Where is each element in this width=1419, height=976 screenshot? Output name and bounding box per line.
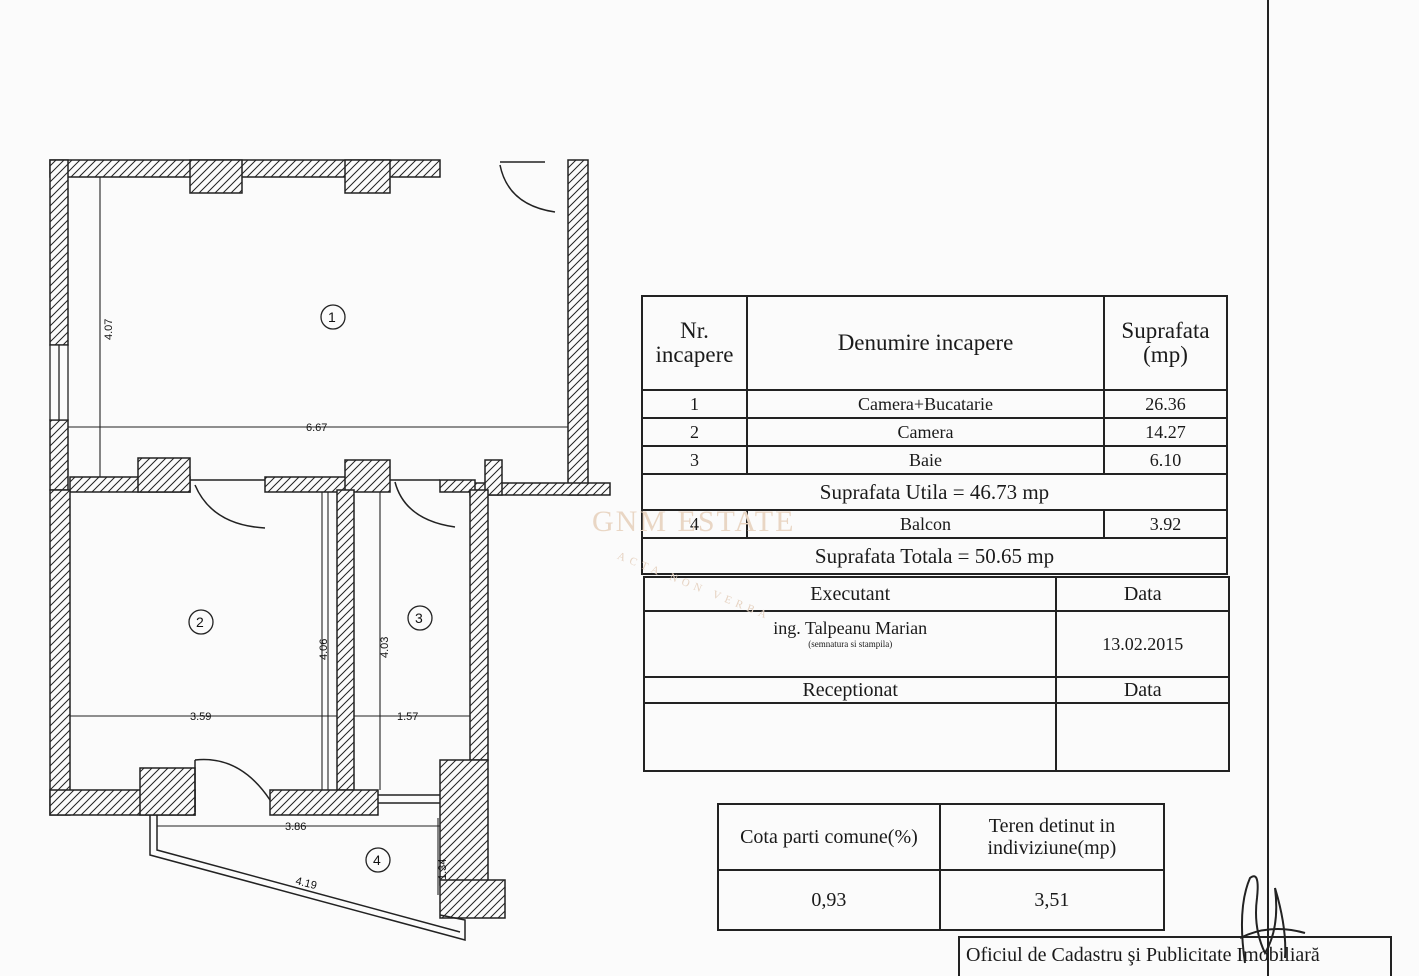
room-marker-2: 2 bbox=[196, 614, 204, 630]
header-nr: Nr. incapere bbox=[641, 295, 748, 391]
room-marker-1: 1 bbox=[328, 309, 336, 325]
cell-name: Camera+Bucatarie bbox=[746, 389, 1105, 419]
cell-area: 3.92 bbox=[1103, 509, 1228, 539]
dim-label: 4.19 bbox=[294, 875, 318, 892]
cota-header: Cota parti comune(%) bbox=[717, 803, 941, 871]
dim-label: 1.34 bbox=[437, 859, 449, 880]
table-row: 4 Balcon 3.92 bbox=[641, 509, 1228, 539]
receptionat-date-cell bbox=[1055, 702, 1230, 772]
header-denumire: Denumire incapere bbox=[746, 295, 1105, 391]
executant-cell: ing. Talpeanu Marian (semnatura si stamp… bbox=[642, 610, 1058, 678]
executant-date: 13.02.2015 bbox=[1055, 610, 1230, 678]
receptionat-signature-cell bbox=[642, 702, 1058, 772]
dim-label: 6.67 bbox=[306, 422, 327, 434]
dim-label: 4.06 bbox=[318, 639, 330, 660]
cell-area: 26.36 bbox=[1103, 389, 1228, 419]
receptionat-data-label: Data bbox=[1055, 676, 1230, 704]
walls bbox=[49, 159, 611, 919]
dim-label: 3.59 bbox=[190, 711, 211, 723]
cell-nr: 4 bbox=[641, 509, 748, 539]
dim-label: 4.07 bbox=[103, 319, 115, 340]
cell-name: Balcon bbox=[746, 509, 1105, 539]
header-suprafata: Suprafata (mp) bbox=[1103, 295, 1228, 391]
executant-label: Executant bbox=[642, 576, 1058, 612]
suprafata-totala: Suprafata Totala = 50.65 mp bbox=[641, 537, 1228, 575]
cadastru-stamp: Oficiul de Cadastru şi Publicitate Imobi… bbox=[958, 936, 1392, 976]
signature-table: Executant Data ing. Talpeanu Marian (sem… bbox=[642, 576, 1230, 772]
executant-note: (semnatura si stampila) bbox=[808, 639, 893, 649]
data-label: Data bbox=[1055, 576, 1230, 612]
receptionat-label: Receptionat bbox=[642, 676, 1058, 704]
floor-plan: 4.07 6.67 4.06 4.03 3.59 1.57 3.86 4.19 … bbox=[49, 159, 611, 941]
share-table: Cota parti comune(%) Teren detinut in in… bbox=[717, 803, 1166, 931]
room-areas-table: Nr. incapere Denumire incapere Suprafata… bbox=[641, 295, 1228, 575]
signature-mark bbox=[1239, 875, 1306, 964]
executant-name: ing. Talpeanu Marian bbox=[773, 618, 928, 638]
table-row: 3 Baie 6.10 bbox=[641, 445, 1228, 475]
room-marker-4: 4 bbox=[373, 852, 381, 868]
cell-nr: 3 bbox=[641, 445, 748, 475]
cota-value: 0,93 bbox=[717, 869, 941, 931]
page-margin-line bbox=[1267, 0, 1269, 976]
cell-area: 6.10 bbox=[1103, 445, 1228, 475]
dim-label: 4.03 bbox=[379, 637, 391, 658]
teren-value: 3,51 bbox=[938, 869, 1166, 931]
cell-nr: 1 bbox=[641, 389, 748, 419]
suprafata-utila: Suprafata Utila = 46.73 mp bbox=[641, 473, 1228, 511]
dim-label: 3.86 bbox=[285, 821, 306, 833]
dim-label: 1.57 bbox=[397, 711, 418, 723]
table-row: 2 Camera 14.27 bbox=[641, 417, 1228, 447]
room-marker-3: 3 bbox=[415, 610, 423, 626]
cell-area: 14.27 bbox=[1103, 417, 1228, 447]
cell-name: Baie bbox=[746, 445, 1105, 475]
table-row: 1 Camera+Bucatarie 26.36 bbox=[641, 389, 1228, 419]
plan-dimensions: 4.07 6.67 4.06 4.03 3.59 1.57 3.86 4.19 … bbox=[103, 319, 449, 893]
cell-name: Camera bbox=[746, 417, 1105, 447]
room-markers: 1 2 3 4 bbox=[188, 304, 433, 873]
cell-nr: 2 bbox=[641, 417, 748, 447]
teren-header: Teren detinut in indiviziune(mp) bbox=[938, 803, 1166, 871]
